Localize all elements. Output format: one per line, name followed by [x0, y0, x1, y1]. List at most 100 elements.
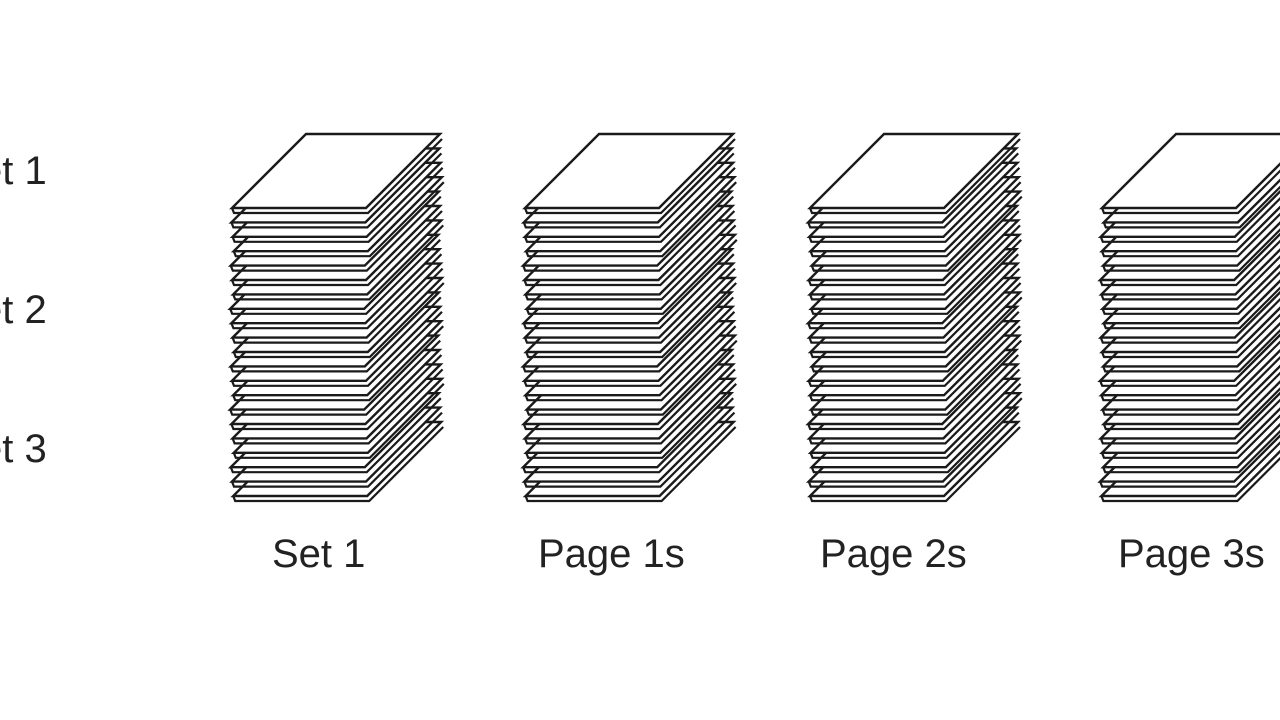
paper-sheet-edge — [230, 354, 443, 431]
row-label-set-1: et 1 — [0, 149, 47, 193]
stack-caption-set-1: Set 1 — [272, 532, 366, 576]
paper-sheet-edge — [524, 325, 737, 402]
paper-sheet-edge — [807, 253, 1019, 330]
paper-sheet-edge — [525, 383, 737, 459]
paper-sheet-edge — [232, 325, 444, 402]
paper-sheet-edge — [229, 239, 441, 315]
paper-sheet-edge — [808, 267, 1021, 344]
paper-sheet-edge — [230, 253, 443, 330]
paper-sheet-edge — [525, 181, 737, 258]
paper-sheet-edge — [522, 253, 735, 330]
paper-sheet-edge — [229, 296, 442, 373]
paper-sheet-edge — [1102, 429, 1280, 474]
paper-sheet-edge — [229, 339, 441, 416]
paper-sheet-edge — [230, 210, 443, 287]
paper-sheet-edge — [230, 311, 443, 387]
paper-sheet-edge — [232, 282, 445, 359]
paper-sheet-edge — [232, 383, 445, 459]
stack-caption-page-1s: Page 1s — [538, 532, 685, 576]
paper-sheet-edge — [1100, 255, 1280, 301]
paper-sheet-edge — [1101, 270, 1280, 315]
paper-sheet-edge — [810, 195, 1023, 272]
row-label-set-2: et 2 — [0, 288, 47, 332]
paper-sheet-edge — [229, 397, 442, 474]
paper-sheet-edge — [808, 138, 1021, 215]
paper-sheet-edge — [522, 397, 734, 474]
paper-sheet-edge — [1102, 185, 1280, 229]
paper-stack — [520, 132, 738, 503]
paper-stack — [227, 132, 445, 503]
paper-sheet-edge — [1099, 398, 1280, 445]
paper-sheet — [807, 132, 1021, 210]
stack-caption-page-2s: Page 2s — [820, 532, 967, 576]
paper-sheet-edge — [807, 311, 1020, 387]
paper-sheet-edge — [231, 267, 444, 344]
paper-stack — [805, 132, 1023, 503]
paper-sheet-edge — [1102, 329, 1280, 373]
paper-sheet-edge — [522, 152, 735, 229]
paper-sheet — [1099, 132, 1280, 210]
paper-sheet-edge — [809, 383, 1022, 459]
paper-sheet-edge — [523, 210, 736, 287]
paper-sheet-edge — [807, 152, 1019, 229]
paper-sheet-edge — [1100, 212, 1280, 258]
paper-sheet-edge — [232, 426, 444, 503]
paper-sheet-edge — [808, 167, 1021, 243]
paper-sheet-edge — [1099, 239, 1280, 287]
paper-sheet-edge — [522, 354, 735, 431]
paper-sheet-edge — [807, 411, 1020, 488]
paper-sheet-edge — [1102, 286, 1280, 330]
paper-sheet-edge — [1100, 313, 1280, 359]
paper-sheet-edge — [807, 354, 1019, 431]
paper-sheet-edge — [809, 282, 1022, 359]
row-label-set-3: et 3 — [0, 427, 47, 471]
paper-sheet-edge — [523, 167, 736, 243]
paper-sheet-edge — [230, 152, 443, 229]
paper-stack — [1097, 132, 1280, 503]
paper-sheet-edge — [1099, 441, 1280, 488]
paper-sheet-edge — [1099, 340, 1280, 387]
paper-sheet-edge — [230, 138, 443, 215]
paper-sheet-edge — [1100, 356, 1280, 402]
stack-caption-page-3s: Page 3s — [1118, 532, 1265, 576]
paper-sheet — [522, 132, 736, 210]
paper-sheet-edge — [523, 311, 736, 387]
paper-sheet-edge — [229, 195, 442, 272]
paper-sheet-edge — [232, 181, 445, 258]
paper-sheet-edge — [810, 296, 1023, 373]
paper-sheet-edge — [810, 339, 1022, 416]
paper-sheet — [229, 132, 443, 210]
paper-sheet-edge — [808, 426, 1021, 503]
paper-sheet-edge — [808, 368, 1021, 445]
paper-sheet-edge — [522, 195, 734, 272]
paper-sheet-edge — [809, 181, 1022, 258]
paper-sheet-edge — [525, 282, 737, 359]
paper-sheet-edge — [808, 224, 1021, 301]
paper-sheet-edge — [1099, 297, 1280, 344]
paper-sheet-edge — [525, 239, 738, 315]
paper-sheet-edge — [1099, 197, 1280, 243]
paper-sheet-edge — [230, 411, 443, 488]
paper-sheet-edge — [1100, 414, 1280, 459]
paper-sheet-edge — [523, 368, 736, 445]
paper-sheet-edge — [1101, 371, 1280, 416]
paper-sheet-edge — [523, 411, 736, 488]
paper-sheet-edge — [232, 224, 444, 301]
paper-sheet-edge — [810, 397, 1023, 474]
paper-sheet-edge — [524, 224, 737, 301]
paper-sheet-edge — [231, 368, 444, 445]
paper-sheet-edge — [1102, 228, 1280, 272]
paper-sheet-edge — [525, 339, 738, 416]
paper-sheet-edge — [807, 210, 1020, 287]
paper-sheet-edge — [522, 296, 734, 373]
paper-sheet-edge — [523, 267, 736, 344]
paper-sheet-edge — [1100, 456, 1280, 503]
paper-sheet-edge — [523, 138, 736, 215]
paper-sheet-edge — [810, 239, 1022, 315]
paper-sheet-edge — [1102, 387, 1280, 431]
paper-sheet-edge — [1100, 169, 1280, 215]
paper-sheet-edge — [524, 426, 737, 503]
paper-sheet-edge — [231, 167, 444, 243]
